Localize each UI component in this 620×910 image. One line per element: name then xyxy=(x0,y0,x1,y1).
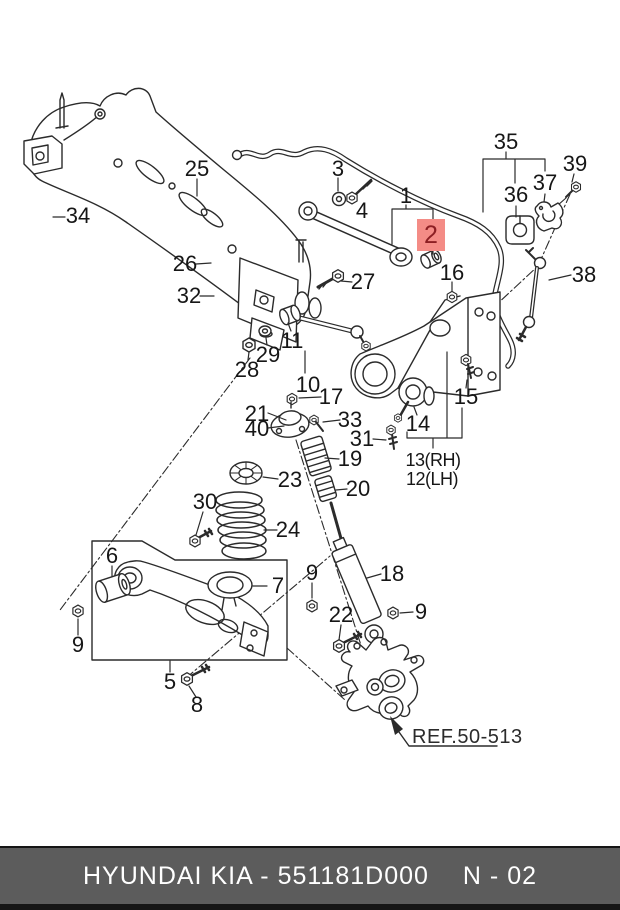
callout-30[interactable]: 30 xyxy=(192,489,218,514)
trailing-arm-drawing xyxy=(350,290,501,423)
washer-bolt-drawing xyxy=(331,178,373,207)
callout-8[interactable]: 8 xyxy=(190,692,204,717)
callout-28[interactable]: 28 xyxy=(234,357,260,382)
callout-21[interactable]: 21 xyxy=(244,401,270,426)
callout-6[interactable]: 6 xyxy=(105,543,119,568)
callout-10[interactable]: 10 xyxy=(295,372,321,397)
callout-17[interactable]: 17 xyxy=(318,384,344,409)
stabilizer-bar-drawing xyxy=(231,146,516,369)
callout-13rh[interactable]: 13(RH) xyxy=(405,450,461,470)
callout-23[interactable]: 23 xyxy=(277,467,303,492)
callout-33[interactable]: 33 xyxy=(337,407,363,432)
stabilizer-mounts-drawing xyxy=(505,181,582,343)
ref-link[interactable]: REF.50-513 xyxy=(412,726,523,748)
callout-22[interactable]: 22 xyxy=(328,602,354,627)
lower-arm-drawing xyxy=(72,540,318,686)
callout-36[interactable]: 36 xyxy=(503,182,529,207)
callout-3[interactable]: 3 xyxy=(331,156,345,181)
callout-24[interactable]: 24 xyxy=(275,517,301,542)
callout-20[interactable]: 20 xyxy=(345,476,371,501)
callout-40[interactable]: 40 xyxy=(244,416,270,441)
footer-page-code: N - 02 xyxy=(462,861,538,890)
callout-31[interactable]: 31 xyxy=(349,426,375,451)
callout-7[interactable]: 7 xyxy=(271,573,285,598)
callout-11[interactable]: 11 xyxy=(280,328,304,353)
strut-drawing xyxy=(189,392,399,653)
knuckle-drawing xyxy=(335,636,498,747)
callout-32[interactable]: 32 xyxy=(176,283,202,308)
callout-27[interactable]: 27 xyxy=(350,269,376,294)
callout-26[interactable]: 26 xyxy=(172,251,198,276)
callout-39[interactable]: 39 xyxy=(562,151,588,176)
callout-9[interactable]: 9 xyxy=(414,599,428,624)
callout-19[interactable]: 19 xyxy=(337,446,363,471)
callout-35[interactable]: 35 xyxy=(493,129,519,154)
callout-5[interactable]: 5 xyxy=(163,669,177,694)
upper-arm-drawing xyxy=(298,201,442,269)
callout-14[interactable]: 14 xyxy=(405,411,431,436)
callout-25[interactable]: 25 xyxy=(184,156,210,181)
callout-38[interactable]: 38 xyxy=(571,262,597,287)
footer-part-number: HYUNDAI KIA - 551181D000 xyxy=(82,861,429,890)
callout-12lh[interactable]: 12(LH) xyxy=(405,469,459,489)
callout-34[interactable]: 34 xyxy=(65,203,91,228)
callout-2[interactable]: 2 xyxy=(417,219,445,251)
callout-9[interactable]: 9 xyxy=(71,632,85,657)
leader-lines xyxy=(52,151,575,698)
callout-9[interactable]: 9 xyxy=(305,560,319,585)
callout-4[interactable]: 4 xyxy=(355,198,369,223)
assist-arm-drawing xyxy=(242,269,371,353)
callout-16[interactable]: 16 xyxy=(439,260,465,285)
footer-bar: HYUNDAI KIA - 551181D000 N - 02 xyxy=(0,846,620,910)
callout-29[interactable]: 29 xyxy=(255,342,281,367)
callout-15[interactable]: 15 xyxy=(453,384,479,409)
callout-37[interactable]: 37 xyxy=(532,170,558,195)
callout-18[interactable]: 18 xyxy=(379,561,405,586)
callout-1[interactable]: 1 xyxy=(399,183,413,208)
